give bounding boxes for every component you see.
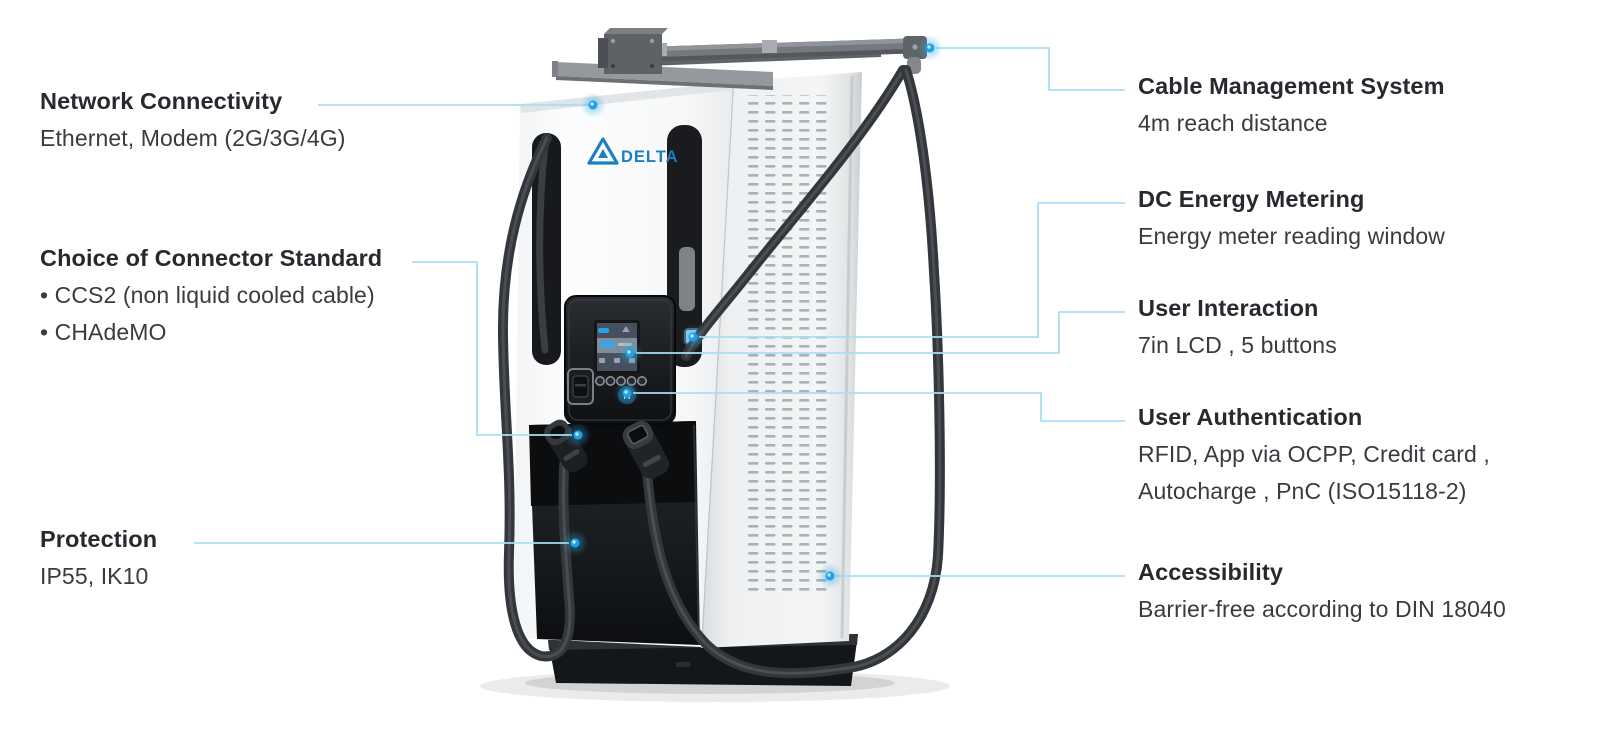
connector-ccs2 — [544, 419, 588, 473]
callout-lines — [194, 47, 1125, 577]
callout-line-connector-standard — [412, 261, 572, 436]
feature-description: Barrier-free according to DIN 18040 — [1138, 596, 1506, 622]
feature-accessibility: Accessibility Barrier-free according to … — [1138, 554, 1598, 628]
arm-mount-bracket — [598, 28, 668, 74]
feature-title: Cable Management System — [1138, 73, 1445, 99]
callout-dot-connector-standard — [565, 422, 591, 448]
feature-description: Ethernet, Modem (2G/3G/4G) — [40, 125, 346, 151]
rfid-reader — [567, 368, 594, 405]
vent-grille — [747, 95, 833, 593]
feature-title: Accessibility — [1138, 559, 1283, 585]
brand-wordmark: DELTA — [621, 148, 679, 166]
feature-description: 7in LCD , 5 buttons — [1138, 332, 1337, 358]
feature-title: Network Connectivity — [40, 88, 283, 114]
feature-title: User Authentication — [1138, 404, 1363, 430]
feature-dc-energy-metering: DC Energy Metering Energy meter reading … — [1138, 181, 1588, 255]
holster-handle — [679, 247, 695, 311]
connector-chademo — [622, 420, 669, 479]
feature-description: 4m reach distance — [1138, 110, 1328, 136]
feature-title: DC Energy Metering — [1138, 186, 1365, 212]
callout-dot-accessibility — [817, 563, 843, 589]
feature-title: Choice of Connector Standard — [40, 245, 383, 271]
feature-description: • CHAdeMO — [40, 319, 167, 345]
callout-dot-protection — [562, 530, 588, 556]
feature-protection: Protection IP55, IK10 — [40, 521, 340, 595]
callout-dot-dc-energy-metering — [680, 324, 706, 350]
delta-logo: DELTA — [587, 137, 679, 166]
feature-description: Energy meter reading window — [1138, 223, 1445, 249]
feature-title: Protection — [40, 526, 158, 552]
callout-line-user-interaction — [636, 311, 1125, 354]
lower-front-panel — [529, 421, 700, 645]
feature-cable-management: Cable Management System 4m reach distanc… — [1138, 68, 1588, 142]
callout-dot-network-connectivity — [580, 92, 606, 118]
callout-line-dc-energy-metering — [699, 202, 1125, 338]
feature-description: RFID, App via OCPP, Credit card , — [1138, 441, 1490, 467]
feature-network-connectivity: Network Connectivity Ethernet, Modem (2G… — [40, 83, 470, 157]
callout-dot-cable-management — [917, 35, 943, 61]
feature-connector-standard: Choice of Connector Standard • CCS2 (non… — [40, 240, 480, 351]
callout-line-cable-management — [936, 47, 1125, 91]
callout-dots — [562, 35, 943, 589]
callout-dot-user-authentication — [614, 380, 640, 406]
callout-line-user-authentication — [633, 392, 1125, 422]
feature-title: User Interaction — [1138, 295, 1319, 321]
charging-cables — [497, 65, 945, 679]
callout-dot-user-interaction — [617, 340, 643, 366]
cable-management-arm — [552, 28, 927, 90]
feature-user-authentication: User Authentication RFID, App via OCPP, … — [1138, 399, 1598, 510]
cabinet-side-panel — [699, 72, 862, 648]
feature-description: IP55, IK10 — [40, 563, 149, 589]
feature-description: Autocharge , PnC (ISO15118-2) — [1138, 478, 1467, 504]
feature-user-interaction: User Interaction 7in LCD , 5 buttons — [1138, 290, 1588, 364]
feature-description: • CCS2 (non liquid cooled cable) — [40, 282, 375, 308]
